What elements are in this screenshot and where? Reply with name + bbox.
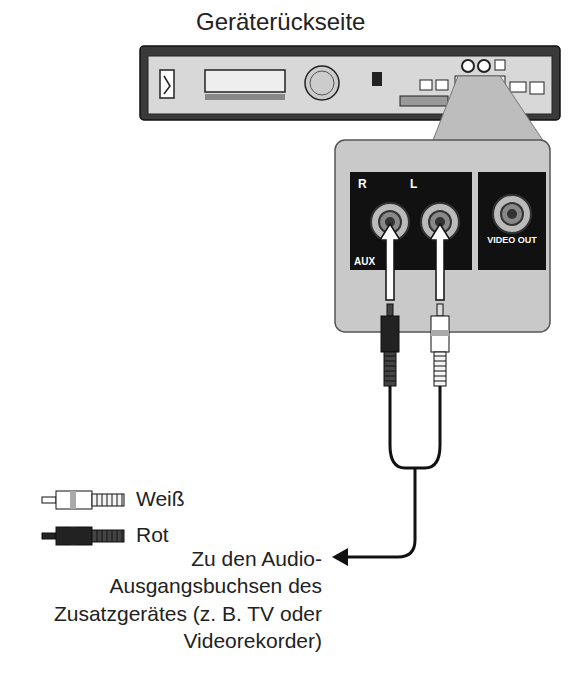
plug-rib xyxy=(384,376,396,377)
plug-rib xyxy=(384,366,396,367)
audio-cable xyxy=(345,385,440,557)
plug-sample xyxy=(42,527,124,545)
insert-arrow xyxy=(380,224,450,300)
jack-label: AUX xyxy=(354,256,375,267)
plug-rib xyxy=(384,361,396,362)
white-plug xyxy=(431,304,449,386)
plug-rib xyxy=(434,366,446,367)
plug-rib xyxy=(434,371,446,372)
destination-note: Zu den Audio-Ausgangsbuchsen des Zusatzg… xyxy=(40,545,322,654)
plug-sample xyxy=(42,491,124,509)
jack-label: L xyxy=(410,178,417,191)
plug-rib xyxy=(384,381,396,382)
plug-rib xyxy=(434,376,446,377)
aux-jack-panel: R L AUX xyxy=(350,172,472,270)
jack-label: R xyxy=(358,178,367,191)
aux-panel xyxy=(350,172,472,270)
legend-text: Rot xyxy=(136,523,169,547)
jack-label: VIDEO OUT xyxy=(482,236,542,246)
red-plug xyxy=(381,304,399,386)
legend-text: Weiß xyxy=(136,487,185,511)
zoom-panel xyxy=(335,140,550,332)
title: Geräterückseite xyxy=(196,8,365,36)
direction-arrow xyxy=(332,548,348,566)
plug-rib xyxy=(434,381,446,382)
plug-rib xyxy=(434,356,446,357)
plug-rib xyxy=(384,371,396,372)
video-jack-panel: VIDEO OUT xyxy=(478,172,546,270)
zoom-wedge xyxy=(430,76,548,148)
plug-rib xyxy=(384,356,396,357)
plug-rib xyxy=(434,361,446,362)
video-panel xyxy=(478,172,546,270)
